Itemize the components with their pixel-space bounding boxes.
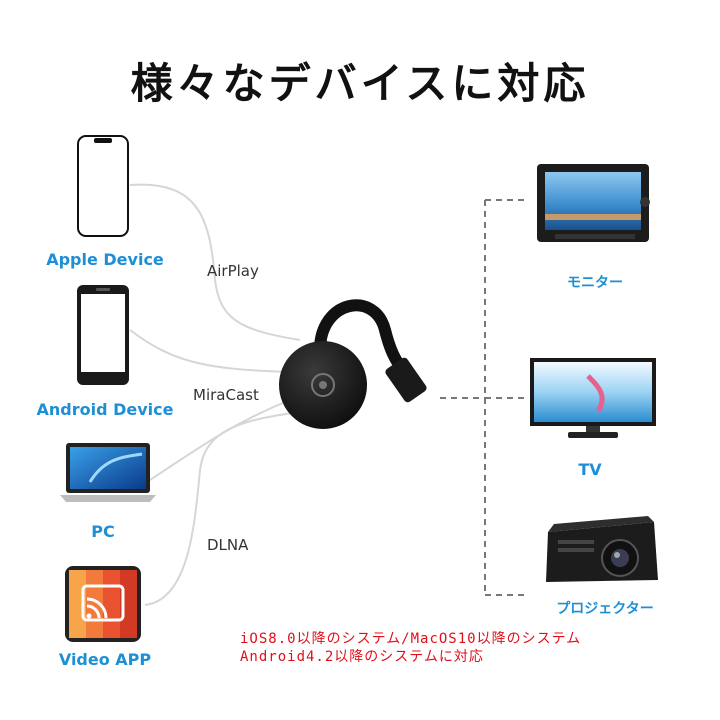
source-label-android: Android Device <box>36 400 174 419</box>
source-label-pc: PC <box>91 522 115 541</box>
note-line-2: Android4.2以降のシステムに対応 <box>240 649 484 665</box>
laptop-icon <box>60 443 156 502</box>
video-app-icon <box>65 566 141 642</box>
projector-icon <box>546 516 658 582</box>
source-label-video-app: Video APP <box>58 650 152 669</box>
protocol-miracast: MiraCast <box>193 386 259 404</box>
monitor-icon <box>537 164 650 242</box>
output-label-monitor: モニター <box>567 275 623 291</box>
iphone-icon <box>77 135 129 237</box>
page-title: 様々なデバイスに対応 <box>130 59 590 108</box>
tv-icon <box>530 358 656 438</box>
android-phone-icon <box>77 285 129 385</box>
source-label-apple: Apple Device <box>46 250 164 269</box>
protocol-dlna: DLNA <box>207 536 249 554</box>
protocol-airplay: AirPlay <box>207 262 259 280</box>
output-label-tv: TV <box>578 460 602 479</box>
output-label-projector: プロジェクター <box>556 601 654 617</box>
compatibility-note: iOS8.0以降のシステム/MacOS10以降のシステム Android4.2以… <box>240 630 710 666</box>
note-line-1: iOS8.0以降のシステム/MacOS10以降のシステム <box>240 631 582 647</box>
hdmi-dongle-icon <box>279 299 427 429</box>
